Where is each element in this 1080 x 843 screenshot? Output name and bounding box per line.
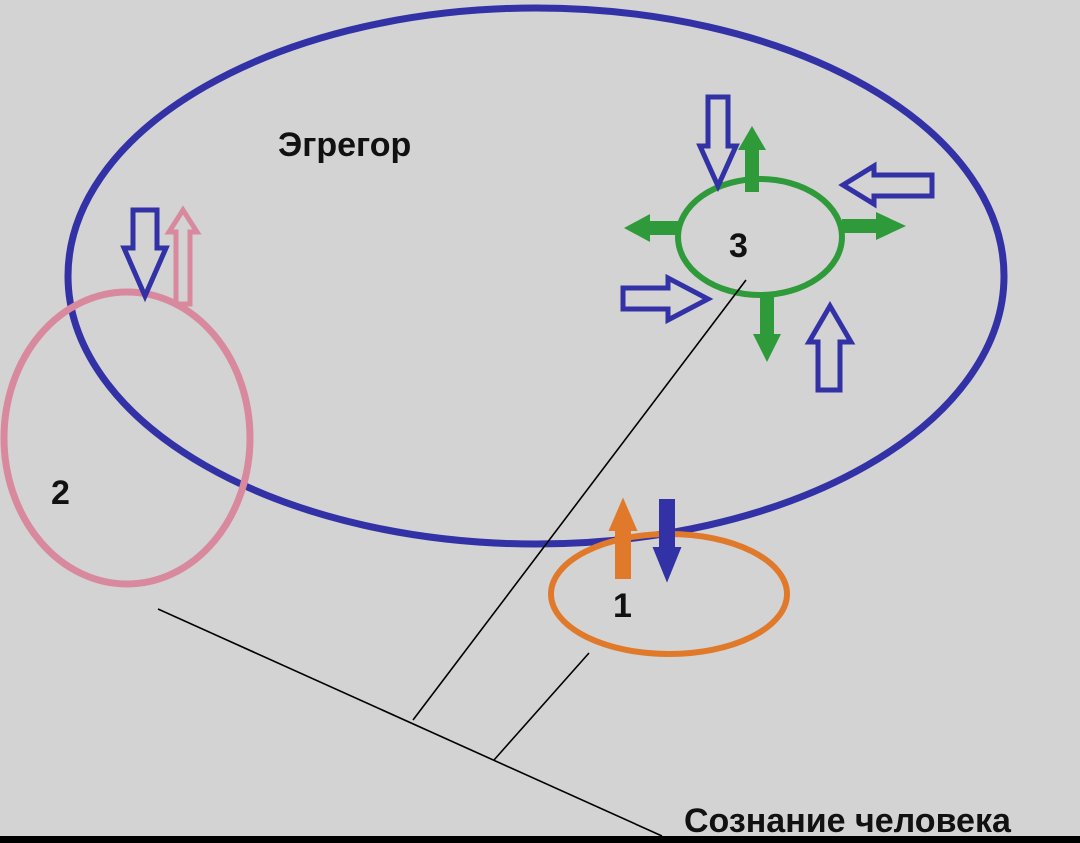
human-2-arrows — [120, 205, 202, 307]
connector-line-human-1 — [493, 652, 590, 761]
arrow-down-icon — [696, 94, 740, 193]
human-2-label: 2 — [51, 474, 70, 512]
connector-line-main — [157, 608, 663, 837]
arrow-right-icon — [620, 273, 714, 325]
arrow-down-icon — [753, 292, 781, 362]
connector-lines — [157, 279, 747, 837]
arrow-up-icon — [738, 126, 766, 192]
arrow-right-icon — [842, 212, 906, 240]
human-1-label: 1 — [613, 587, 632, 625]
human-1-arrows — [608, 497, 682, 583]
egregore-label: Эгрегор — [278, 126, 411, 164]
arrow-down-icon — [120, 207, 170, 303]
human-3-green-arrows — [624, 126, 906, 362]
arrow-up-icon — [608, 497, 638, 579]
arrow-up-icon — [164, 205, 202, 307]
human-2-ellipse — [0, 288, 254, 588]
arrow-up-icon — [804, 301, 856, 393]
connector-line-human-3 — [412, 279, 747, 721]
human-3-blue-arrows — [620, 94, 935, 393]
arrow-left-icon — [838, 161, 935, 209]
human-consciousness-caption: Сознание человека — [684, 802, 1012, 840]
arrow-left-icon — [624, 214, 680, 242]
human-3-label: 3 — [729, 227, 748, 265]
bottom-frame — [0, 836, 1080, 843]
egregore-ellipse — [64, 4, 1008, 548]
arrow-down-icon — [652, 499, 682, 583]
